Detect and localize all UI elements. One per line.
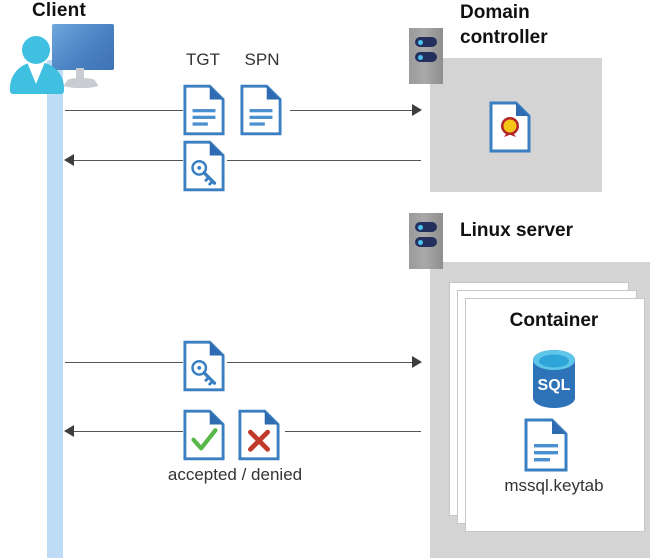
sql-badge-text: SQL [538, 377, 571, 394]
ticket-key-document-icon [183, 140, 225, 197]
person-head [22, 36, 50, 64]
container-card-front [465, 298, 645, 532]
flow-3-line-right [227, 362, 413, 363]
domain-controller-rack-icon [409, 28, 443, 84]
flow-3-line-left [65, 362, 183, 363]
monitor-neck [76, 68, 84, 82]
request-key-document-icon [183, 340, 225, 397]
domain-controller-title-line2: controller [460, 27, 548, 48]
page-title-client: Client [32, 0, 86, 21]
flow-2-arrowhead [64, 154, 74, 166]
flow-1-line-right [290, 110, 413, 111]
client-lifeline [47, 60, 63, 558]
flow-4-arrowhead [64, 425, 74, 437]
client-workstation-icon [8, 22, 116, 94]
accepted-check-document-icon [183, 409, 225, 466]
domain-controller-title-line1: Domain [460, 2, 530, 23]
label-accepted-denied: accepted / denied [167, 465, 303, 484]
flow-2-line-right [227, 160, 421, 161]
linux-server-rack-icon [409, 213, 443, 269]
sql-database-icon: SQL [521, 348, 587, 415]
certificate-document-icon [489, 101, 531, 158]
denied-x-document-icon [238, 409, 280, 466]
label-tgt: TGT [186, 50, 220, 69]
container-title: Container [509, 310, 599, 331]
spn-document-icon [240, 84, 282, 141]
tgt-document-icon [183, 84, 225, 141]
linux-server-title: Linux server [460, 220, 573, 241]
flow-4-line-right [285, 431, 421, 432]
flow-1-arrowhead [412, 104, 422, 116]
monitor-base [62, 78, 100, 88]
monitor-screen [52, 24, 114, 70]
flow-3-arrowhead [412, 356, 422, 368]
keytab-document-icon [524, 418, 568, 477]
flow-1-line-left [65, 110, 183, 111]
flow-2-line-left [74, 160, 183, 161]
keytab-filename-label: mssql.keytab [504, 476, 604, 495]
label-spn: SPN [244, 50, 280, 69]
domain-controller-title: Domain controller [460, 0, 650, 50]
flow-4-line-left [74, 431, 183, 432]
